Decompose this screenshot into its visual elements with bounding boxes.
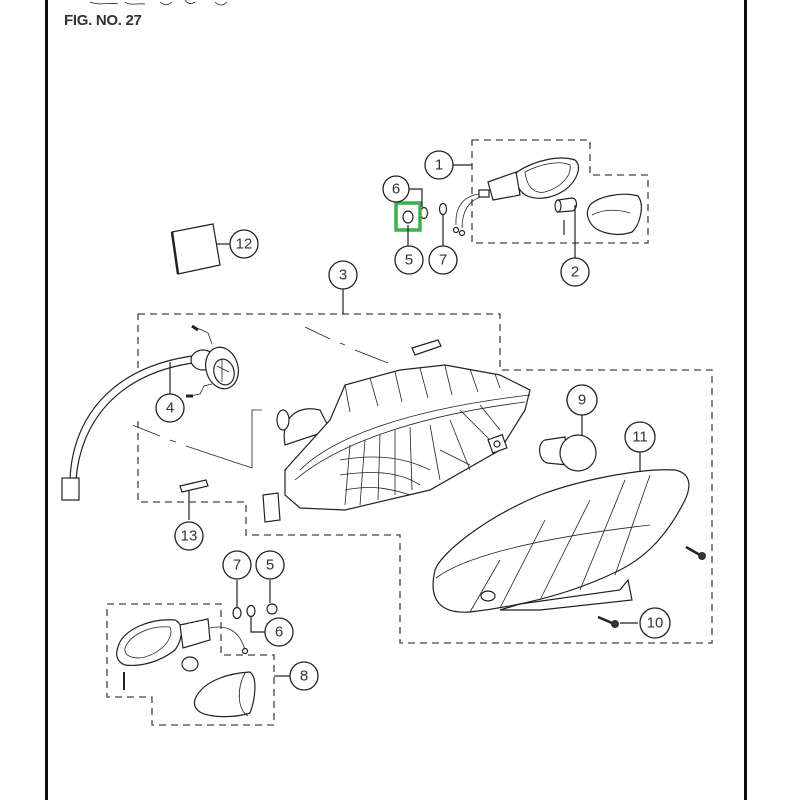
socket-harness-part-4 (61, 324, 239, 501)
callout-10[interactable]: 10 (639, 607, 671, 639)
washer-part-7 (438, 202, 448, 216)
assembly-boundary-3 (137, 313, 713, 644)
callout-7-upper[interactable]: 7 (428, 245, 458, 275)
callout-label: 5 (266, 557, 274, 574)
tail-lamp-housing (262, 364, 531, 523)
callout-2[interactable]: 2 (560, 257, 590, 287)
callout-label: 3 (339, 267, 347, 284)
turn-signal-lens-left (193, 671, 256, 718)
callout-label: 7 (233, 557, 241, 574)
lamp-mount-bracket (262, 492, 281, 523)
callout-label: 5 (405, 252, 413, 269)
callout-label: 9 (578, 392, 586, 409)
page-border-right (744, 0, 747, 800)
callout-5-upper[interactable]: 5 (394, 245, 424, 275)
front-right-turn-signal-group (452, 139, 649, 244)
upper-fasteners-group (394, 201, 448, 232)
callout-3[interactable]: 3 (328, 260, 358, 290)
screw-part-10 (597, 615, 613, 625)
callout-label: 6 (392, 181, 400, 198)
callout-label: 11 (632, 429, 648, 446)
callout-label: 4 (166, 400, 174, 417)
clip-icon (411, 339, 442, 356)
lens-part-11 (432, 469, 690, 613)
callout-6-lower[interactable]: 6 (264, 617, 294, 647)
header-logo-fragment (89, 0, 228, 6)
callout-4[interactable]: 4 (155, 393, 185, 423)
screw-icon (685, 545, 701, 557)
callout-label: 1 (435, 157, 443, 174)
washer-part-7-lower (232, 606, 242, 620)
rear-left-turn-signal-group (106, 603, 275, 726)
callout-7-lower[interactable]: 7 (222, 550, 252, 580)
callout-12[interactable]: 12 (229, 229, 259, 259)
nut-part-5-lower (266, 603, 278, 615)
assembly-boundary-1 (471, 139, 649, 244)
callout-label: 2 (571, 264, 579, 281)
page-border-left (45, 0, 48, 800)
clip-part-13 (179, 479, 209, 493)
bulb-part-9 (539, 434, 597, 472)
callout-11[interactable]: 11 (624, 421, 656, 453)
leader-lines (169, 164, 641, 677)
turn-signal-housing-left (116, 619, 182, 667)
label-card-part-12 (171, 223, 221, 275)
assembly-boundary-8 (106, 603, 275, 726)
turn-signal-lens (586, 193, 642, 235)
callout-label: 12 (236, 236, 253, 253)
callout-6-upper[interactable]: 6 (382, 175, 410, 203)
callout-label: 6 (275, 624, 283, 641)
bulb-icon (181, 656, 199, 672)
callout-label: 10 (647, 615, 664, 632)
callout-5-lower[interactable]: 5 (255, 550, 285, 580)
washer-part-6-lower (246, 604, 256, 618)
callout-13[interactable]: 13 (174, 521, 204, 551)
callout-label: 8 (300, 668, 308, 685)
bulb-part-2 (557, 197, 578, 213)
callout-label: 13 (181, 528, 198, 545)
callout-9[interactable]: 9 (566, 384, 598, 416)
figure-title: FIG. NO. 27 (64, 12, 142, 29)
turn-signal-bellows-left (179, 618, 211, 649)
callout-8[interactable]: 8 (289, 661, 319, 691)
callout-label: 7 (439, 252, 447, 269)
connector-icon (61, 477, 80, 501)
callout-1[interactable]: 1 (424, 150, 454, 180)
